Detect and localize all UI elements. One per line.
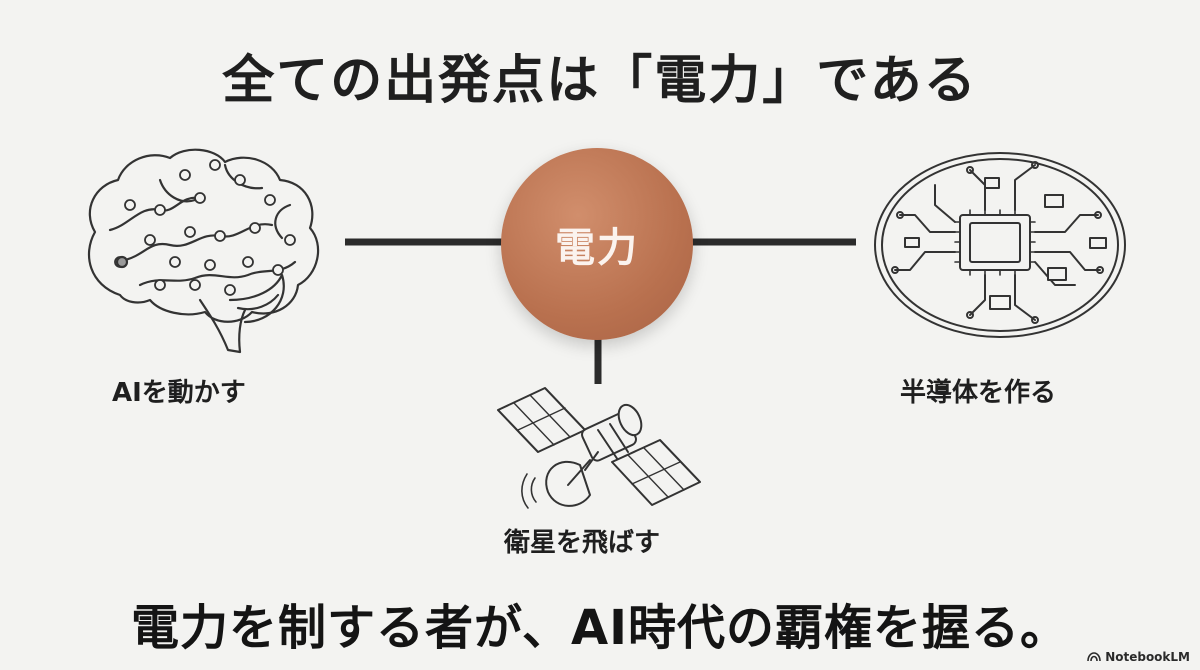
notebooklm-logo-icon — [1087, 652, 1101, 662]
connectors — [345, 238, 856, 384]
brand-watermark: NotebookLM — [1087, 650, 1190, 664]
satellite-icon — [497, 387, 701, 509]
node-label-satellite: 衛星を飛ばす — [504, 528, 661, 558]
hub-circle: 電力 — [501, 148, 693, 340]
circuit-chip-icon — [874, 152, 1126, 338]
footer-statement: 電力を制する者が、AI時代の覇権を握る。 — [130, 600, 1070, 656]
hub-label: 電力 — [555, 225, 639, 271]
slide-title: 全ての出発点は「電力」である — [222, 51, 978, 111]
node-label-ai: AIを動かす — [112, 378, 246, 408]
brain-icon — [87, 148, 320, 354]
brand-name: NotebookLM — [1105, 650, 1190, 664]
node-label-semiconductor: 半導体を作る — [900, 378, 1057, 408]
